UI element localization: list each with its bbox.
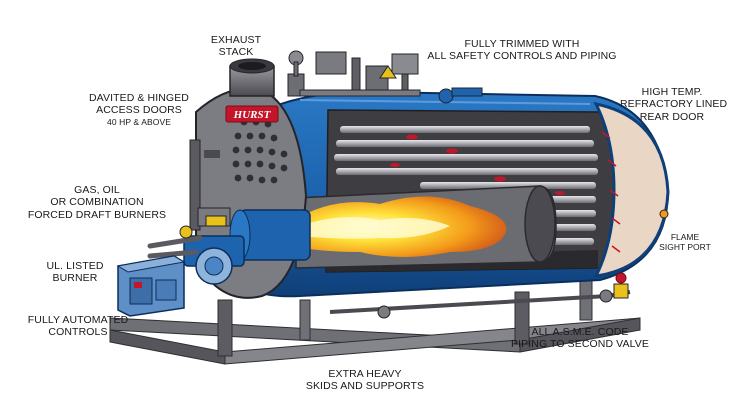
label-burners: GAS, OIL OR COMBINATION FORCED DRAFT BUR… xyxy=(27,184,167,221)
label-ul-burner: UL. LISTED BURNER xyxy=(46,260,104,285)
label-asme-piping: ALL A.S.M.E. CODE PIPING TO SECOND VALVE xyxy=(511,326,649,351)
top-trim-controls xyxy=(287,50,483,104)
hot-gas-accents xyxy=(390,134,565,195)
blowdown-piping xyxy=(329,272,631,319)
label-access-doors-note: 40 HP & ABOVE xyxy=(107,116,171,127)
skid-frame xyxy=(109,275,641,365)
svg-text:HURST: HURST xyxy=(233,109,272,121)
label-skids-supports: EXTRA HEAVY SKIDS AND SUPPORTS xyxy=(305,368,425,393)
label-refractory-rear-door: HIGH TEMP. REFRACTORY LINED REAR DOOR xyxy=(620,86,728,123)
label-flame-sight-port: FLAME SIGHT PORT xyxy=(659,232,711,253)
brand-plate: HURST xyxy=(225,105,279,123)
exhaust-stack xyxy=(229,58,275,97)
burner-assembly xyxy=(147,207,311,285)
label-exhaust-stack: EXHAUST STACK xyxy=(210,34,262,59)
label-fully-trimmed: FULLY TRIMMED WITH ALL SAFETY CONTROLS A… xyxy=(427,38,617,63)
control-panel xyxy=(116,255,186,317)
refractory-rear-door xyxy=(593,101,670,278)
flame-sight-port xyxy=(659,209,669,219)
label-automated-controls: FULLY AUTOMATED CONTROLS xyxy=(27,314,129,339)
label-access-doors: DAVITED & HINGED ACCESS DOORS 40 HP & AB… xyxy=(82,92,196,127)
burner-flame xyxy=(292,196,507,257)
